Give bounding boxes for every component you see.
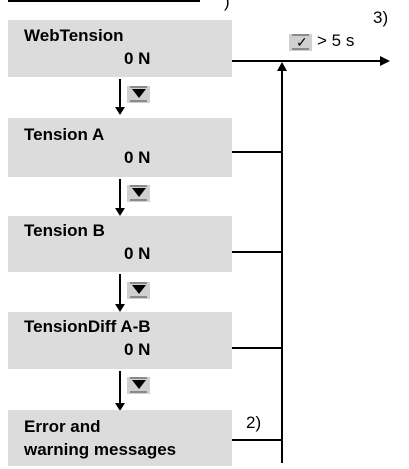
menu-box-tension-a: Tension A 0 N	[8, 118, 232, 177]
confirm-key-icon: ✓	[289, 34, 312, 51]
footnote-2: 2)	[246, 413, 262, 432]
menu-box-webtension: WebTension 0 N	[8, 20, 232, 77]
footnote-3: 3)	[373, 8, 389, 27]
return-up-arrow-head	[277, 62, 287, 71]
box-value: 0 N	[124, 244, 151, 263]
down-key-icon	[127, 86, 150, 103]
return-vertical-line	[281, 70, 283, 463]
flow-arrow-head	[115, 403, 125, 411]
flow-arrow-head	[115, 208, 125, 216]
menu-box-tension-b: Tension B 0 N	[8, 216, 232, 272]
flow-arrow-head	[115, 107, 125, 115]
return-line-box5	[232, 439, 283, 441]
menu-box-tensiondiff: TensionDiff A-B 0 N	[8, 312, 232, 369]
down-key-icon	[127, 185, 150, 202]
box-title: Tension A	[24, 125, 105, 144]
box-title: WebTension	[24, 26, 124, 45]
return-line-box4	[232, 347, 283, 349]
box-title: TensionDiff A-B	[24, 317, 151, 336]
header-footnote-tail: )	[224, 0, 230, 11]
confirm-condition: > 5 s	[317, 31, 355, 50]
down-key-icon	[127, 282, 150, 299]
box-subtitle: warning messages	[24, 440, 177, 459]
box-title: Error and	[24, 417, 101, 436]
box-value: 0 N	[124, 148, 151, 167]
return-line-box3	[232, 251, 283, 253]
flow-arrow-shaft	[119, 179, 121, 212]
box-value: 0 N	[124, 49, 151, 68]
flow-arrow-shaft	[119, 274, 121, 308]
box-title: Tension B	[24, 221, 105, 240]
return-arrow-head	[380, 56, 390, 66]
flow-arrow-shaft	[119, 79, 121, 111]
box-value: 0 N	[124, 340, 151, 359]
return-line-box1	[232, 60, 384, 62]
flow-arrow-head	[115, 304, 125, 312]
menu-box-error-warning: Error and warning messages	[8, 410, 232, 466]
down-key-icon	[127, 377, 150, 394]
header-underline	[8, 0, 200, 2]
flow-arrow-shaft	[119, 371, 121, 407]
return-line-box2	[232, 151, 283, 153]
